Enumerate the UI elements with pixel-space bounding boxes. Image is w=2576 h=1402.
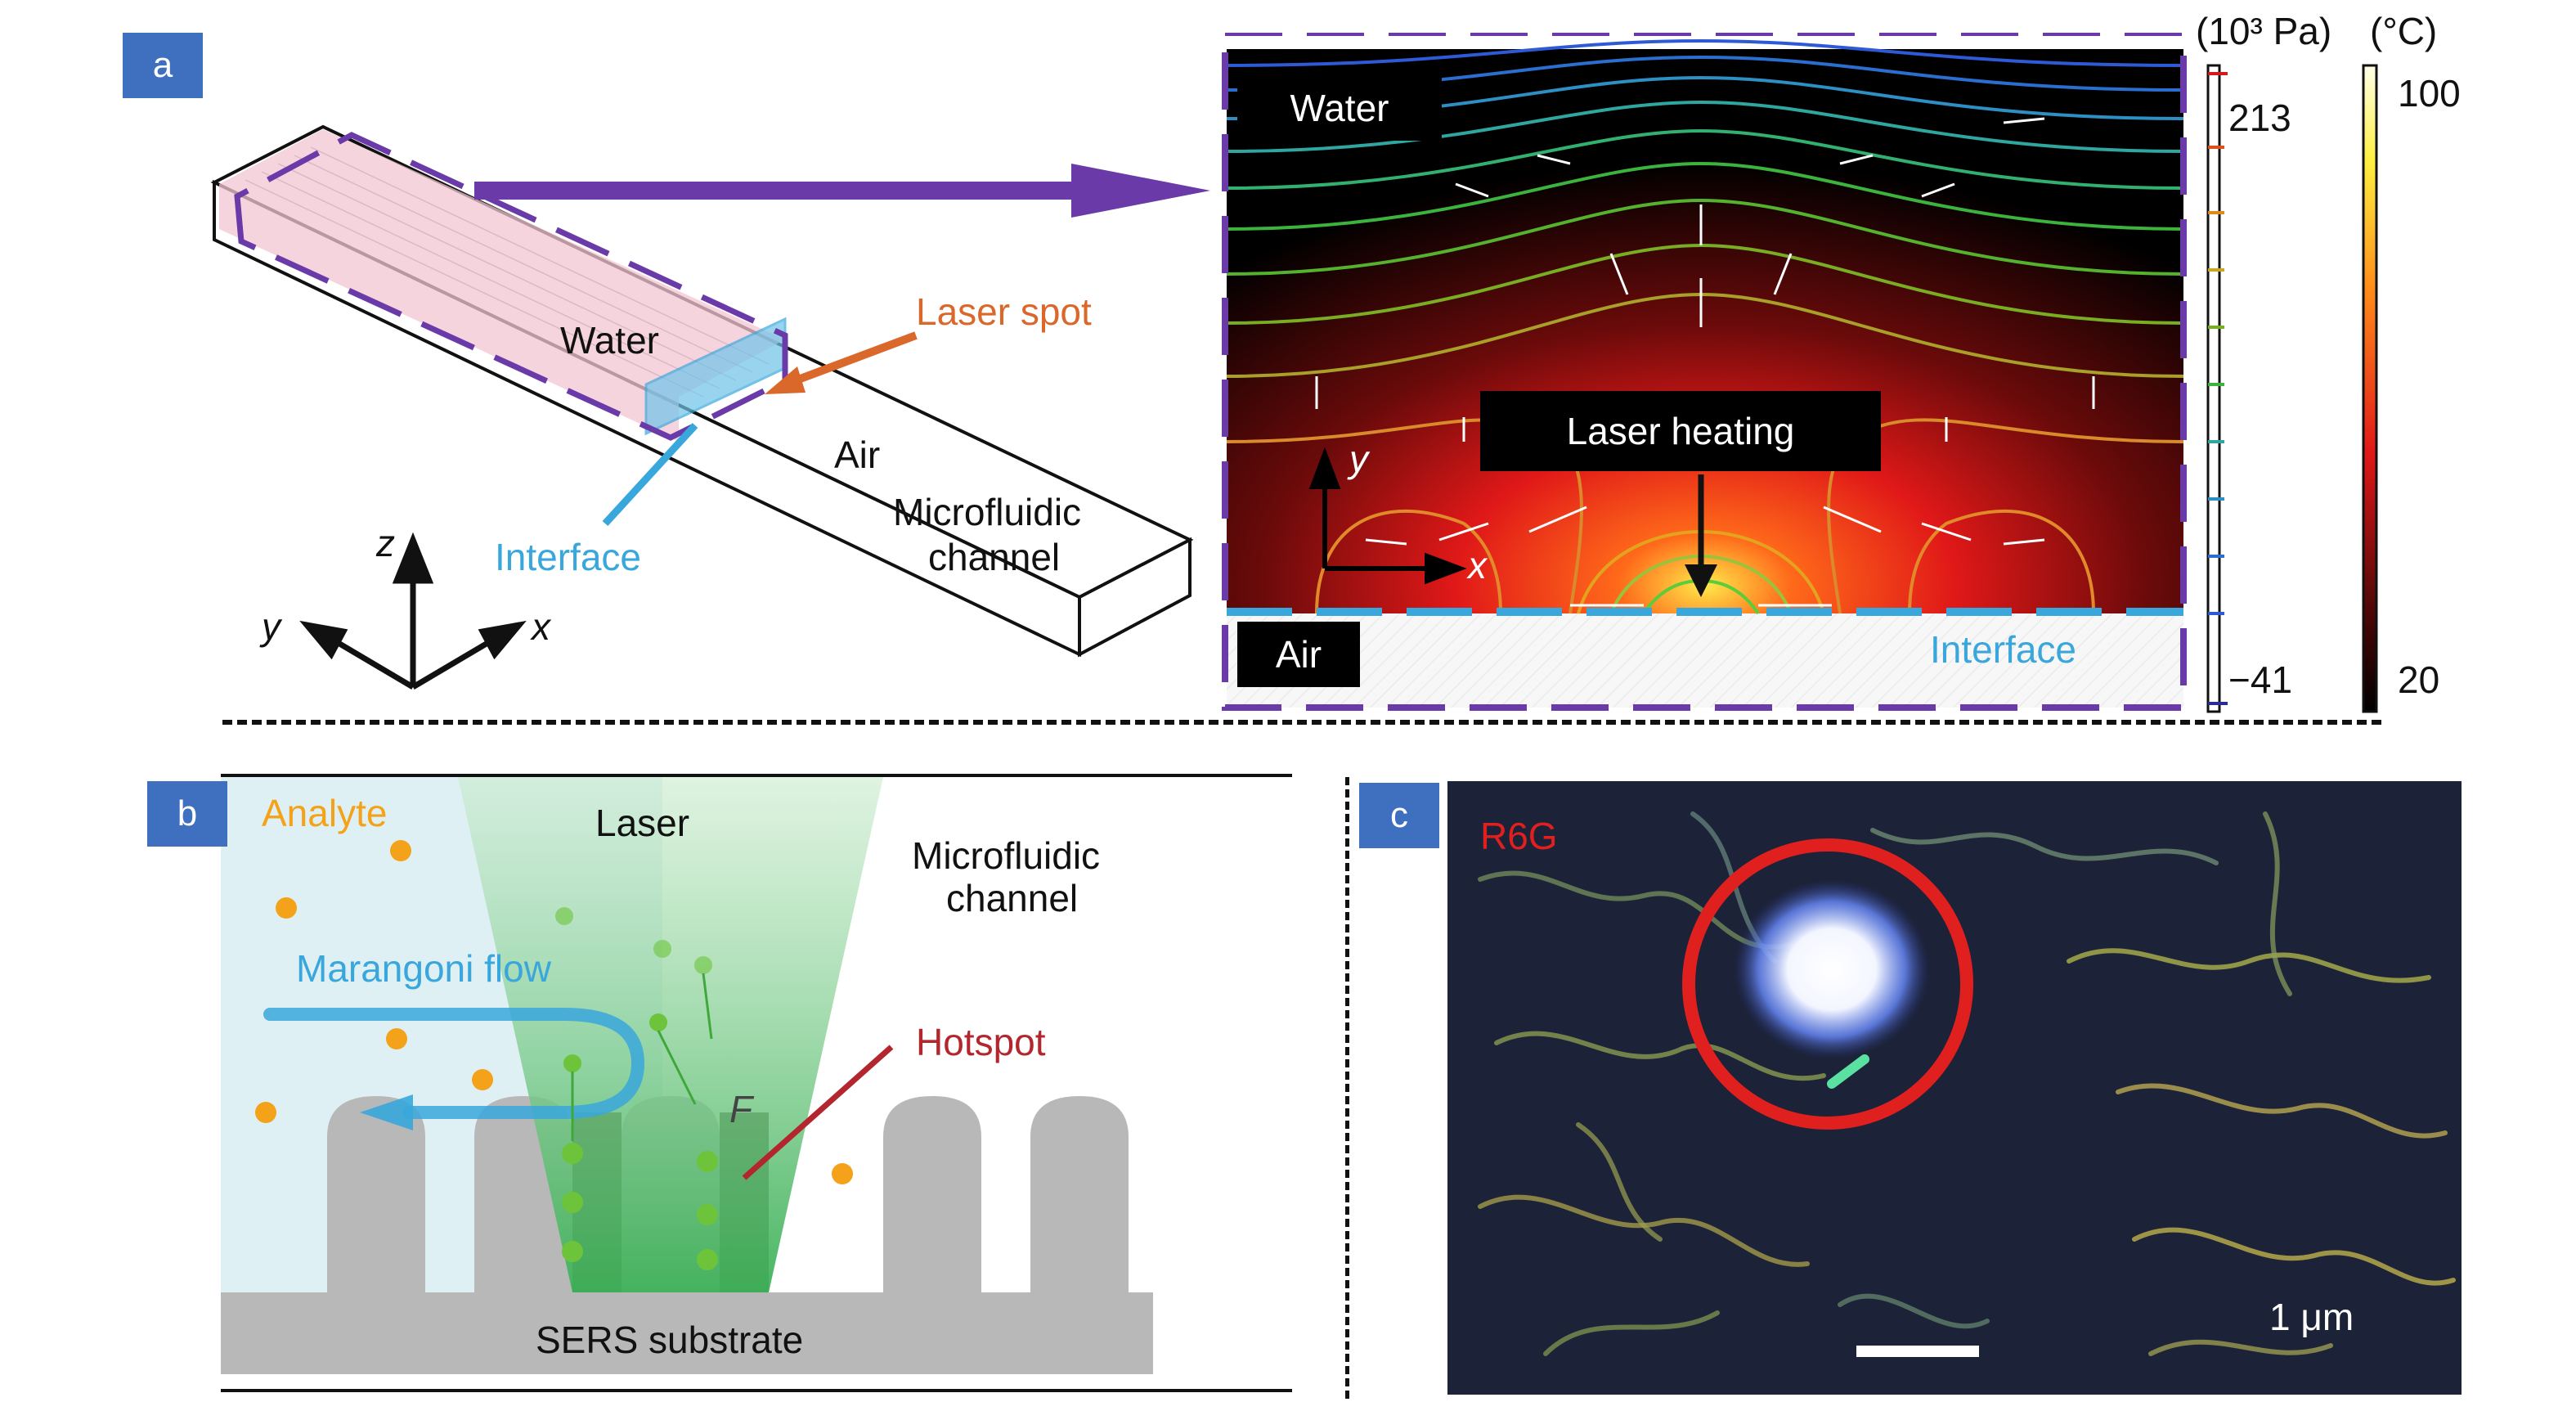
panel-c-badge: c [1359, 783, 1439, 848]
analyte-label: Analyte [262, 792, 388, 834]
laser-spot-arrow [765, 331, 918, 394]
nanoparticle-network [1478, 811, 2456, 1356]
interface-pointer [602, 422, 698, 527]
axes-3d [299, 532, 527, 690]
sim-interface-label: Interface [1930, 628, 2076, 671]
laser-label: Laser [595, 802, 690, 844]
hotspot-pointer [742, 1045, 894, 1180]
selection-frame [234, 132, 788, 441]
temperature-unit: (°C) [2370, 10, 2438, 52]
panel-a-badge: a [123, 33, 203, 98]
panel-b-badge: b [147, 781, 227, 847]
water-label: Water [560, 319, 659, 362]
sers-substrate-label: SERS substrate [536, 1319, 804, 1361]
laser-spot-label: Laser spot [916, 290, 1092, 333]
simulation-plot [1222, 33, 2187, 711]
vertical-divider [1345, 777, 1349, 1399]
sim-axis-x-label: x [1468, 544, 1487, 586]
air-label: Air [834, 434, 881, 476]
r6g-marker-circle [1682, 838, 1973, 1130]
channel-label-line2: channel [928, 536, 1061, 578]
pressure-colorbar [2206, 64, 2228, 713]
particle-trajectories [571, 973, 713, 1141]
micrograph-background [1447, 781, 2462, 1395]
scale-bar-label: 1 μm [2269, 1296, 2354, 1338]
temperature-min: 20 [2398, 658, 2440, 701]
panel-b-drawing [221, 774, 1292, 1392]
sim-axes [1308, 447, 1467, 585]
sim-air-label: Air [1237, 622, 1360, 687]
colorbars [2206, 64, 2378, 713]
trapped-particles [555, 907, 718, 1270]
temperature-max: 100 [2398, 72, 2461, 115]
analyte-particles [255, 840, 853, 1184]
laser-beam [458, 777, 883, 1292]
axis-y-label: y [262, 605, 280, 648]
r6g-label: R6G [1480, 815, 1558, 857]
pressure-unit: (10³ Pa) [2196, 10, 2332, 52]
sim-axis-y-label: y [1349, 438, 1368, 480]
axis-z-label: z [376, 522, 395, 564]
channel-label-line1: Microfluidic [893, 491, 1082, 533]
marangoni-flow-arrow [263, 1008, 645, 1119]
water-hatch [245, 146, 770, 398]
laser-heating-label: Laser heating [1480, 391, 1881, 471]
force-label: F [729, 1088, 753, 1130]
green-streak [1827, 1054, 1869, 1089]
marangoni-flow-label: Marangoni flow [296, 947, 551, 990]
pressure-max: 213 [2228, 97, 2291, 139]
panel-b-channel-line1: Microfluidic [912, 834, 1101, 877]
panel-a-drawing [210, 124, 1210, 690]
laser-heating-arrow [1685, 474, 1717, 597]
sers-substrate [221, 1292, 1153, 1374]
interface-label: Interface [495, 536, 641, 578]
scale-bar [1856, 1346, 1979, 1357]
zoom-arrow [474, 164, 1210, 218]
hotspot-label: Hotspot [916, 1021, 1046, 1063]
sers-hotspot-glow [1734, 879, 1930, 1059]
panel-c-micrograph [1447, 781, 2462, 1395]
velocity-arrows [1315, 117, 2095, 607]
sim-water-label: Water [1237, 75, 1442, 141]
horizontal-divider [222, 720, 2381, 725]
panel-b-channel-line2: channel [946, 877, 1079, 919]
axis-x-label: x [532, 605, 550, 648]
temperature-colorbar [2362, 64, 2378, 713]
pressure-min: −41 [2228, 658, 2293, 701]
